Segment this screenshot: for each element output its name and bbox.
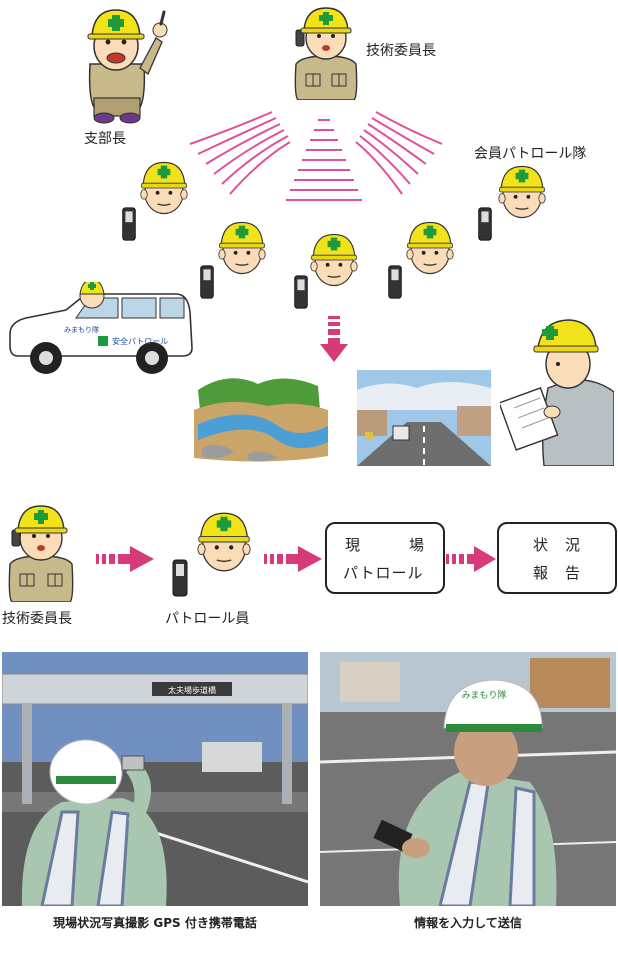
inspector-with-clipboard (500, 319, 614, 466)
patrol-member-head-4 (398, 216, 462, 280)
patrol-car-illustration: 安全パトロール みまもり隊 (9, 282, 193, 374)
right-arrow-icon (96, 546, 154, 572)
tech-committee-chief-figure (294, 7, 358, 100)
right-photo-caption: 情報を入力して送信 (414, 916, 522, 930)
patrol-member-head-2 (210, 216, 274, 280)
mobile-phone-icon (120, 204, 138, 244)
helmet-text: みまもり隊 (461, 689, 506, 701)
photo-entering-info-picture: みまもり隊 (320, 652, 616, 906)
car-rear-text: みまもり隊 (64, 325, 99, 334)
status-report-box: 状 況 報 告 (497, 522, 617, 594)
tech-committee-chief-figure-flow (8, 505, 74, 602)
mobile-phone-icon (198, 262, 216, 302)
signal-waves (189, 111, 443, 201)
patrol-member-head-1 (132, 156, 196, 220)
photo-taking-site-picture: 太夫場歩道橋 (2, 652, 308, 906)
bridge-sign-text: 太夫場歩道橋 (168, 685, 216, 695)
flow-patrol-member-head (188, 506, 260, 578)
down-arrow-icon (320, 316, 348, 362)
mobile-phone-icon (386, 262, 404, 302)
flow-patrol-member-label: パトロール員 (165, 611, 250, 627)
member-patrol-label: 会員パトロール隊 (474, 146, 587, 162)
river-illustration (194, 378, 328, 462)
car-door-text: 安全パトロール (112, 336, 168, 346)
right-arrow-icon (264, 546, 322, 572)
mobile-phone-icon (476, 204, 494, 244)
flow-tech-committee-label: 技術委員長 (2, 611, 72, 627)
tech-committee-chief-label: 技術委員長 (366, 43, 436, 59)
patrol-member-head-3 (302, 228, 366, 292)
branch-chief-figure (87, 9, 168, 124)
mobile-phone-icon (292, 272, 310, 312)
branch-chief-label: 支部長 (84, 131, 126, 147)
right-arrow-icon (446, 546, 496, 572)
field-patrol-box: 現 場 パトロール (325, 522, 445, 594)
left-photo-caption: 現場状況写真撮影 GPS 付き携帯電話 (53, 916, 257, 930)
road-photo (357, 370, 491, 466)
patrol-member-head-5 (490, 160, 554, 224)
mobile-phone-icon (170, 556, 190, 600)
